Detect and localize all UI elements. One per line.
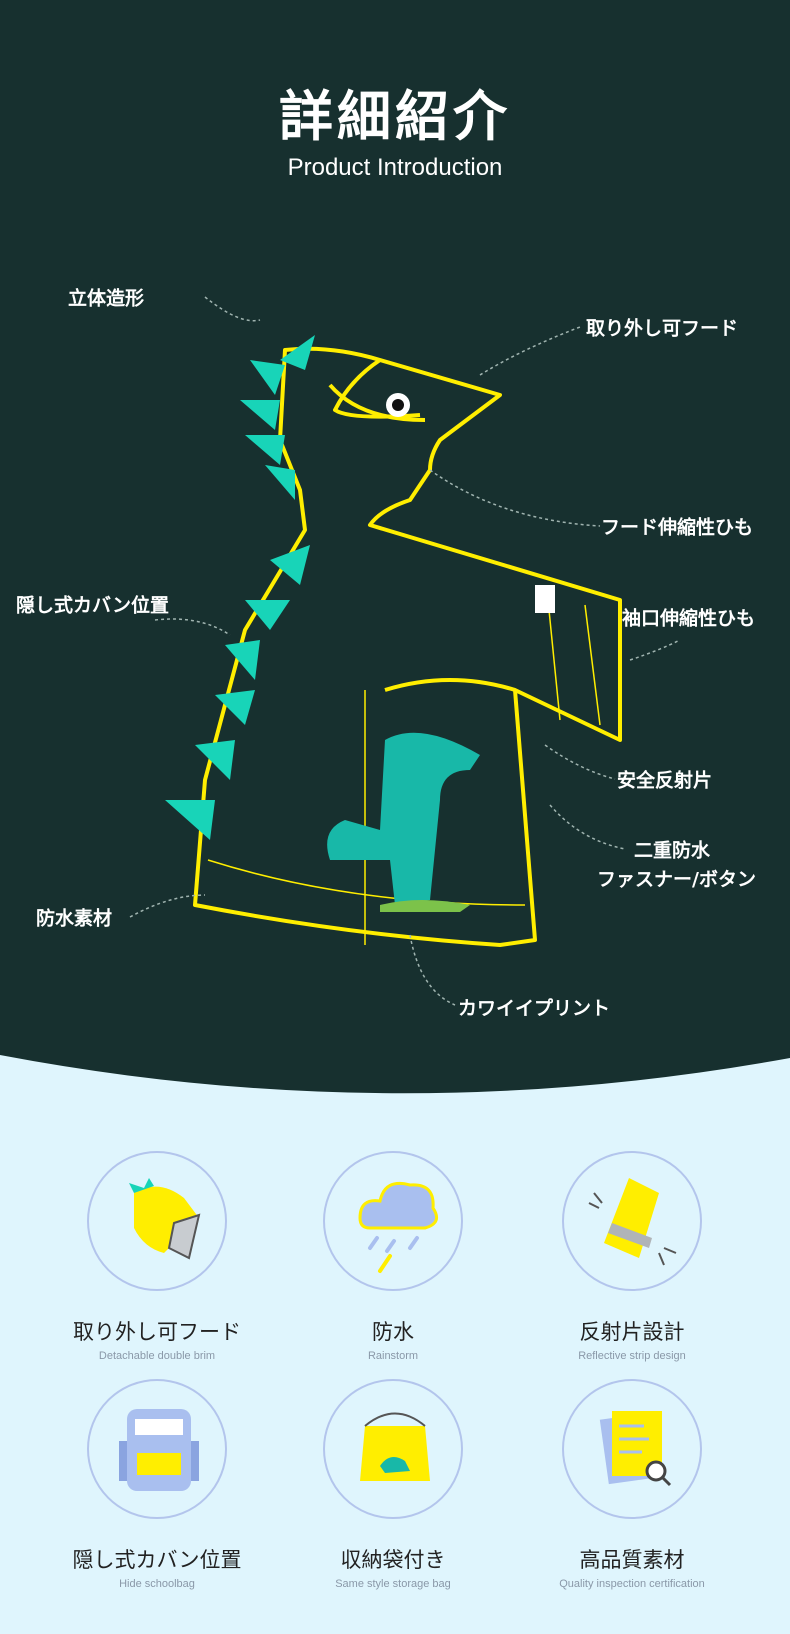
callout-reflector: 安全反射片 <box>617 769 713 792</box>
callout-waterproof-material: 防水素材 <box>36 907 113 930</box>
callout-zipper-button: ファスナー/ボタン <box>597 868 756 891</box>
feature-label: 取り外し可フード <box>73 1320 241 1344</box>
feature-hidden-bag: 隠し式カバン位置 Hide schoolbag <box>37 1379 277 1590</box>
reflective-strip-icon <box>588 1178 677 1266</box>
feature-waterproof: 防水 Rainstorm <box>273 1151 513 1362</box>
callout-cuff-string: 袖口伸縮性ひも <box>622 607 756 630</box>
callout-detachable-hood: 取り外し可フード <box>586 317 739 340</box>
feature-subtitle: Quality inspection certification <box>559 1578 705 1590</box>
feature-subtitle: Rainstorm <box>367 1350 419 1362</box>
hood-icon <box>129 1178 201 1260</box>
callout-3d-shape: 立体造形 <box>68 287 145 310</box>
feature-reflective: 反射片設計 Reflective strip design <box>512 1151 752 1362</box>
page-subtitle: Product Introduction <box>287 154 503 181</box>
raincoat-illustration <box>129 296 681 1006</box>
feature-label: 隠し式カバン位置 <box>72 1548 242 1572</box>
page-title: 詳細紹介 <box>279 85 511 148</box>
callout-cute-print: カワイイプリント <box>458 997 611 1020</box>
callout-hood-string: フード伸縮性ひも <box>601 516 754 539</box>
feature-subtitle: Reflective strip design <box>578 1350 686 1362</box>
feature-label: 高品質素材 <box>579 1548 685 1572</box>
storage-bag-icon <box>360 1412 430 1481</box>
feature-label: 防水 <box>372 1320 414 1344</box>
feature-storage-bag: 収納袋付き Same style storage bag <box>273 1379 513 1590</box>
feature-detachable-hood: 取り外し可フード Detachable double brim <box>37 1151 277 1362</box>
feature-label: 収納袋付き <box>340 1548 446 1572</box>
callout-bag-position: 隠し式カバン位置 <box>16 594 169 617</box>
backpack-icon <box>119 1409 199 1491</box>
feature-label: 反射片設計 <box>579 1320 685 1344</box>
callout-double-waterproof: 二重防水 <box>634 839 711 862</box>
feature-subtitle: Hide schoolbag <box>119 1578 195 1590</box>
feature-subtitle: Detachable double brim <box>98 1350 216 1362</box>
feature-quality: 高品質素材 Quality inspection certification <box>512 1379 752 1590</box>
quality-icon <box>599 1411 672 1487</box>
feature-subtitle: Same style storage bag <box>335 1578 451 1590</box>
rain-cloud-icon <box>358 1181 439 1273</box>
